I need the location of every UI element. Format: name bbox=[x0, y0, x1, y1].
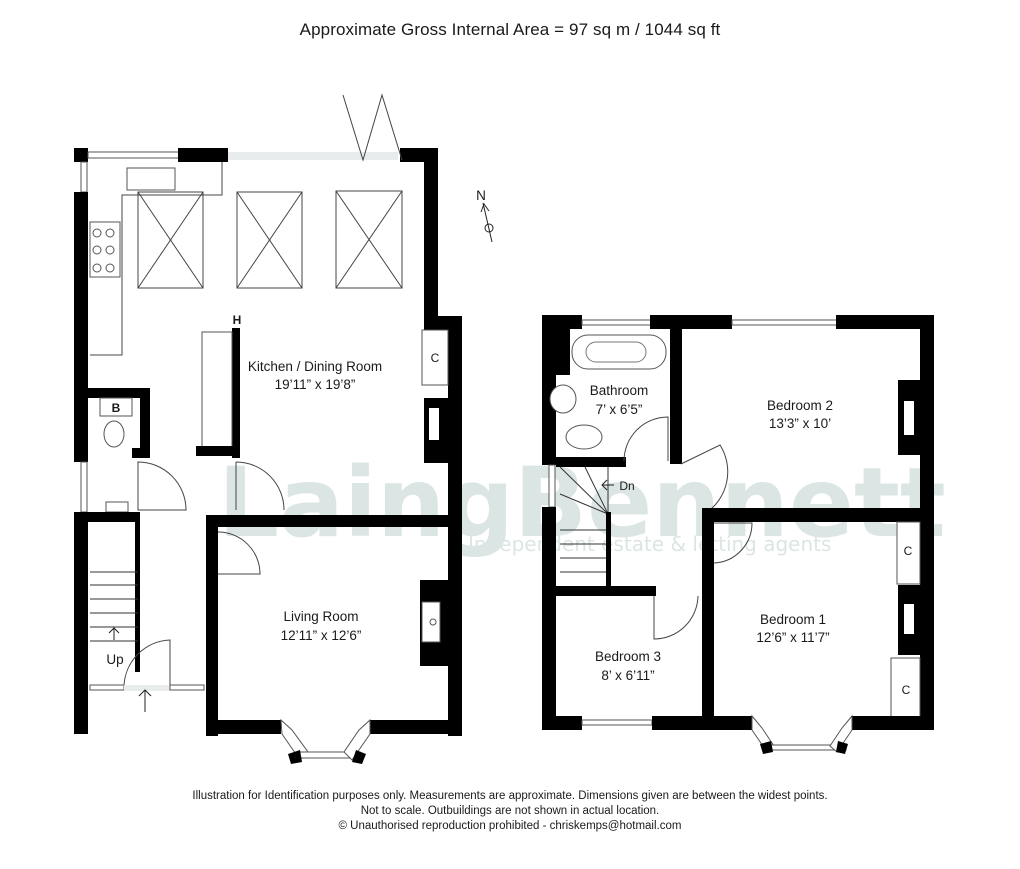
disclaimer-line-1: Illustration for Identification purposes… bbox=[192, 790, 828, 802]
bifold-door-icon bbox=[342, 93, 403, 162]
toilet-icon bbox=[103, 420, 125, 448]
bedroom-1-cupboard-1-marker: C bbox=[904, 544, 913, 558]
room-dims-kitchen: 19’11” x 19’8” bbox=[275, 377, 356, 392]
disclaimer-line-2: Not to scale. Outbuildings are not shown… bbox=[360, 805, 660, 817]
bathtub-icon bbox=[571, 334, 667, 370]
first-floor-plan: Bathroom 7’ x 6’5” Bedroom 2 13’3” x 10’… bbox=[542, 315, 934, 754]
room-name-bedroom-1: Bedroom 1 bbox=[760, 612, 826, 627]
room-name-bedroom-2: Bedroom 2 bbox=[767, 398, 833, 413]
kitchen-cupboard-marker: C bbox=[431, 351, 440, 365]
basin-icon bbox=[105, 501, 129, 513]
down-arrow-icon bbox=[601, 479, 614, 491]
toilet-icon bbox=[565, 424, 603, 450]
disclaimer-footer: Illustration for Identification purposes… bbox=[0, 789, 1020, 834]
room-name-bedroom-3: Bedroom 3 bbox=[595, 649, 661, 664]
stairs-down-label: Dn bbox=[619, 479, 634, 493]
north-label: N bbox=[476, 188, 486, 203]
north-arrow-icon bbox=[482, 202, 493, 243]
room-dims-bedroom-2: 13’3” x 10’ bbox=[769, 416, 831, 431]
ground-floor-plan: H C B bbox=[74, 93, 462, 764]
boiler-marker: B bbox=[112, 401, 121, 415]
stairs-up-label: Up bbox=[106, 652, 123, 667]
copyright-line: © Unauthorised reproduction prohibited -… bbox=[338, 820, 682, 832]
room-name-kitchen: Kitchen / Dining Room bbox=[248, 359, 382, 374]
hob-icon bbox=[89, 221, 121, 278]
room-dims-living: 12’11” x 12’6” bbox=[281, 628, 362, 643]
bedroom-1-cupboard-2-marker: C bbox=[902, 683, 911, 697]
room-name-living: Living Room bbox=[283, 609, 358, 624]
room-dims-bathroom: 7’ x 6’5” bbox=[596, 402, 643, 417]
watermark-tagline: Independent estate & letting agents bbox=[468, 532, 831, 556]
gross-internal-area-title: Approximate Gross Internal Area = 97 sq … bbox=[299, 20, 721, 39]
room-dims-bedroom-1: 12’6” x 11’7” bbox=[756, 630, 829, 645]
basin-icon bbox=[549, 384, 577, 414]
sink-icon bbox=[126, 167, 176, 191]
up-arrow-icon bbox=[108, 627, 120, 640]
entrance-arrow-icon bbox=[138, 689, 152, 712]
room-name-bathroom: Bathroom bbox=[590, 383, 649, 398]
heater-marker: H bbox=[233, 313, 242, 327]
room-dims-bedroom-3: 8’ x 6’11” bbox=[601, 668, 654, 683]
skylight-icons bbox=[137, 190, 403, 289]
north-compass: N bbox=[476, 188, 494, 243]
